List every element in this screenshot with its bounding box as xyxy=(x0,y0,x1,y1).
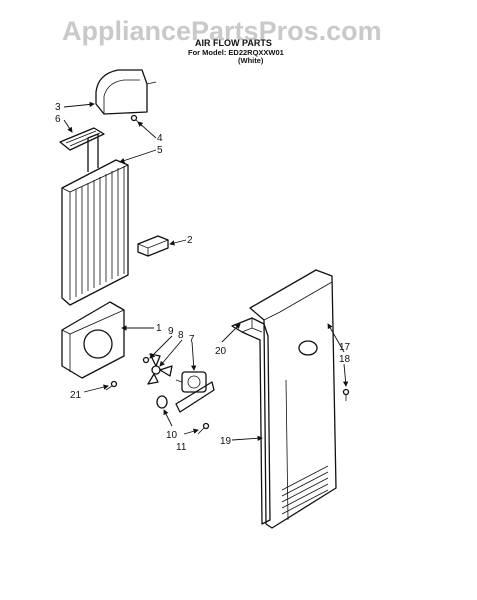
callout-21: 21 xyxy=(70,390,82,401)
callout-8: 8 xyxy=(178,330,184,341)
callout-2: 2 xyxy=(187,235,193,246)
back-panel-part xyxy=(249,269,337,529)
model-line: For Model: ED22RQXXW01 xyxy=(188,48,284,57)
channel-strip-part xyxy=(231,317,271,525)
callout-20: 20 xyxy=(215,346,227,357)
callout-6: 6 xyxy=(55,114,61,125)
callout-19: 19 xyxy=(220,436,232,447)
callout-18: 18 xyxy=(339,354,351,365)
diagram-title: AIR FLOW PARTS xyxy=(195,38,272,48)
callout-labels: 3 6 4 5 2 1 9 8 7 10 11 21 20 19 17 18 xyxy=(55,102,351,453)
leader-lines xyxy=(63,101,349,441)
fan-shroud-part xyxy=(61,301,125,379)
callout-9: 9 xyxy=(168,326,174,337)
callout-3: 3 xyxy=(55,102,61,113)
screw-11-part xyxy=(197,422,210,435)
callout-5: 5 xyxy=(157,145,163,156)
callout-4: 4 xyxy=(157,133,163,144)
fan-motor-part xyxy=(175,371,215,413)
evaporator-cover-part xyxy=(61,133,129,306)
callout-10: 10 xyxy=(166,430,178,441)
callout-17: 17 xyxy=(339,342,351,353)
grommet-part xyxy=(156,395,168,409)
callout-7: 7 xyxy=(189,334,195,345)
callout-11: 11 xyxy=(176,442,187,453)
bracket-part xyxy=(137,235,169,257)
fan-blade-part xyxy=(142,353,173,385)
screw-17-part xyxy=(342,388,350,401)
watermark-logo: AppliancePartsPros.com xyxy=(62,16,382,46)
color-line: (White) xyxy=(238,56,264,65)
air-duct-part xyxy=(95,69,157,115)
callout-1: 1 xyxy=(156,323,162,334)
